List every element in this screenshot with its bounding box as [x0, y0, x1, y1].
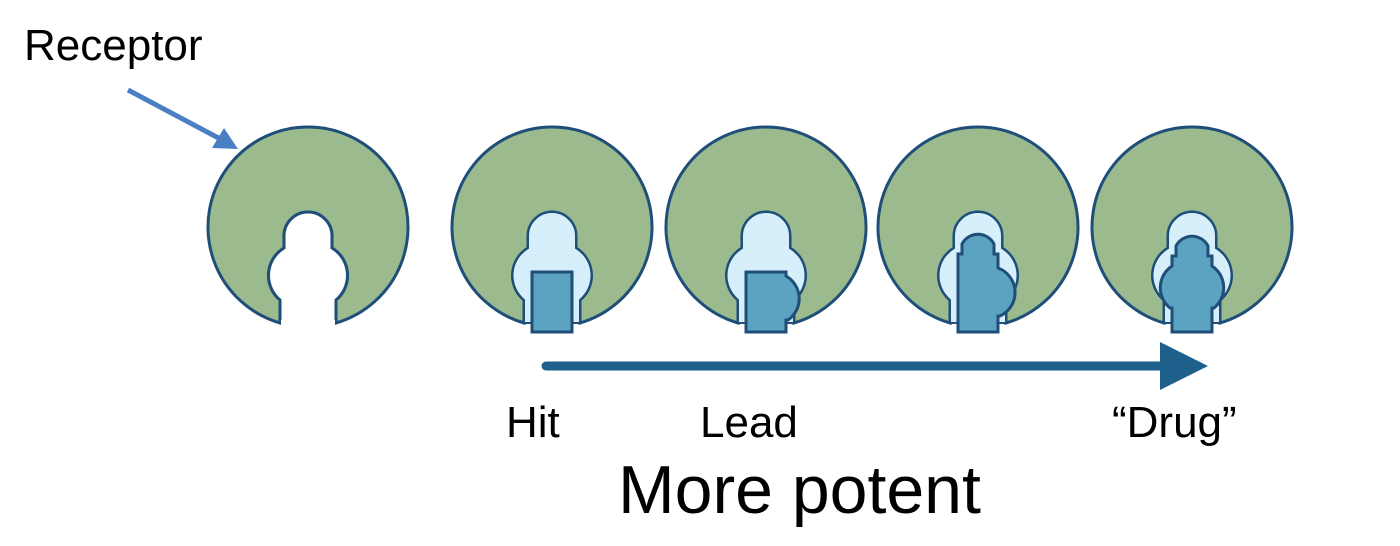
receptor-empty [206, 125, 410, 332]
more-potent-label: More potent [618, 452, 981, 528]
receptor-optimized [876, 125, 1080, 334]
lead-label: Lead [700, 398, 798, 447]
drug-ligand [1158, 234, 1226, 334]
progress-arrow [541, 342, 1208, 390]
receptor-pointer-arrow [126, 87, 238, 149]
hit-label: Hit [506, 398, 560, 447]
optimized-ligand [956, 232, 1017, 334]
receptor-lead [664, 125, 868, 334]
drug-label: “Drug” [1112, 398, 1237, 447]
receptor-label: Receptor [24, 21, 203, 70]
lead-ligand [744, 270, 801, 334]
receptor-hit [450, 125, 654, 334]
receptor-drug [1090, 125, 1294, 334]
hit-ligand [530, 270, 574, 334]
